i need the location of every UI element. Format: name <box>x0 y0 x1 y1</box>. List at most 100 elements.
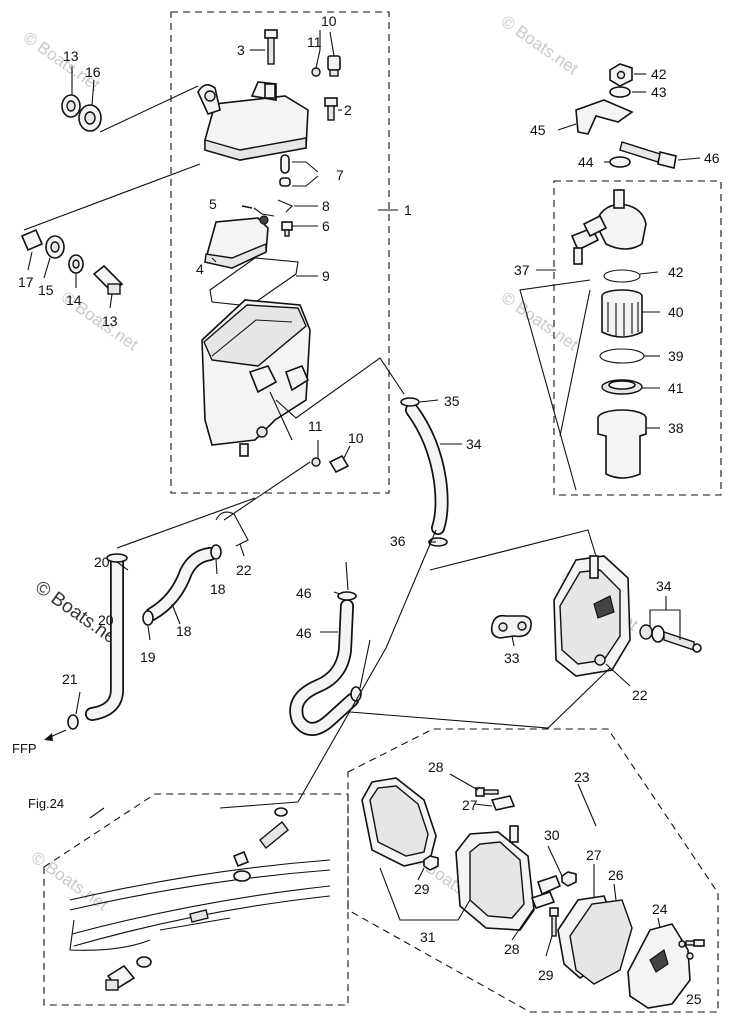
hose-19 <box>85 555 124 721</box>
pump-cover-23 <box>627 923 694 1009</box>
callout-22: 22 <box>632 687 648 703</box>
callout-9: 9 <box>322 268 330 284</box>
callout-17: 18 <box>176 623 192 639</box>
clamp-20-bottom <box>67 714 79 730</box>
callout-36: 38 <box>668 420 684 436</box>
callout-28: 28 <box>428 759 444 775</box>
watermark-text: © Boats.net <box>28 848 112 915</box>
callout-13: 13 <box>63 48 79 64</box>
nut-41 <box>609 63 633 87</box>
plug-10-bottom <box>328 454 350 474</box>
callout-4: 4 <box>196 261 204 277</box>
callout-3: 3 <box>237 42 245 58</box>
callout-26: 27 <box>586 847 602 863</box>
callout-29: 29 <box>414 881 430 897</box>
callout-10: 10 <box>348 430 364 446</box>
ffp-label: FFP <box>12 741 37 756</box>
callout-34: 36 <box>390 533 406 549</box>
callout-20: 20 <box>94 554 110 570</box>
callout-12: 13 <box>102 313 118 329</box>
nut-29-right <box>561 871 577 887</box>
callout-37: 39 <box>668 348 684 364</box>
check-valve-27-top <box>490 795 516 811</box>
callout-28: 29 <box>538 967 554 983</box>
pin-7 <box>279 154 291 187</box>
grommet-15 <box>78 104 102 132</box>
clamp-20-top <box>106 553 128 563</box>
callout-6: 6 <box>322 218 330 234</box>
grommet-14 <box>45 235 65 259</box>
clamp-34-top <box>400 397 420 407</box>
callout-30: 31 <box>420 929 436 945</box>
watermark-text: © Boats.net <box>20 28 104 95</box>
clip-21 <box>215 511 249 547</box>
screw-6 <box>281 221 293 237</box>
clamp-18-top <box>210 544 222 560</box>
callout-40: 42 <box>668 264 684 280</box>
fitting-12 <box>92 264 124 295</box>
callout-8: 8 <box>322 198 330 214</box>
pin-5 <box>241 205 253 209</box>
callout-27: 27 <box>462 797 478 813</box>
filter-element-38 <box>601 289 643 338</box>
callout-13: 14 <box>66 292 82 308</box>
callout-44: 46 <box>704 150 720 166</box>
clip-8 <box>277 199 293 213</box>
callout-42: 44 <box>578 154 594 170</box>
callout-10: 10 <box>321 13 337 29</box>
callout-5: 5 <box>209 196 217 212</box>
callout-24: 25 <box>686 991 702 1007</box>
pump-cover-30 <box>361 777 437 867</box>
leader-lines <box>23 30 701 957</box>
float-4 <box>204 215 269 269</box>
collar-16 <box>20 228 44 252</box>
vapor-separator-cover <box>197 81 309 161</box>
callout-15: 16 <box>85 64 101 80</box>
pump-body <box>455 825 562 931</box>
callout-43: 45 <box>530 122 546 138</box>
ffp-arrowhead <box>44 733 53 741</box>
filter-bowl-36 <box>597 409 647 479</box>
fuel-filter-assembly-box <box>553 180 722 496</box>
nut-29-left <box>423 855 439 871</box>
fuel-pump-assembly <box>553 555 631 677</box>
washer-13-top <box>61 94 81 118</box>
callout-11: 11 <box>308 418 323 434</box>
screw-3 <box>264 29 278 65</box>
callout-31: 33 <box>504 650 520 666</box>
washer-42-bottom <box>609 156 631 168</box>
clamp-18-bottom <box>142 610 154 626</box>
hose-45 <box>289 599 359 736</box>
callout-41: 42 <box>651 66 667 82</box>
callout-39: 41 <box>668 380 684 396</box>
watermark-text: © Boats.net <box>498 288 582 355</box>
callout-7: 7 <box>336 167 344 183</box>
callout-32: 34 <box>656 578 672 594</box>
screw-28-top <box>475 787 499 797</box>
callout-46: 46 <box>296 585 312 601</box>
callout-11: 11 <box>307 34 322 50</box>
screw-24 <box>685 939 705 947</box>
bracket-31 <box>490 614 532 639</box>
gasket-39 <box>601 379 643 395</box>
hose-17 <box>145 547 217 621</box>
callout-layer: 3 10 11 2 7 5 8 6 4 9 1 11 10 13 16 17 1… <box>12 13 720 1007</box>
hose-33 <box>405 403 449 535</box>
screw-28-bottom <box>549 907 559 937</box>
callout-18: 19 <box>140 649 156 665</box>
screw-2 <box>324 97 338 121</box>
watermark-text: © Boats.net <box>498 12 582 79</box>
callout-21: 22 <box>236 562 252 578</box>
callout-45: 46 <box>296 625 312 641</box>
callout-29: 30 <box>544 827 560 843</box>
bracket-43 <box>575 99 634 135</box>
callout-18: 18 <box>210 581 226 597</box>
callout-2: 2 <box>344 102 352 118</box>
bolt-32 <box>639 624 702 653</box>
fig24-engine-sketch <box>69 807 331 991</box>
bolt-44 <box>619 141 677 169</box>
fig24-reference-box <box>43 793 349 1006</box>
o-ring-40 <box>603 269 641 283</box>
callout-19: 20 <box>98 612 114 628</box>
callout-20: 21 <box>62 671 78 687</box>
